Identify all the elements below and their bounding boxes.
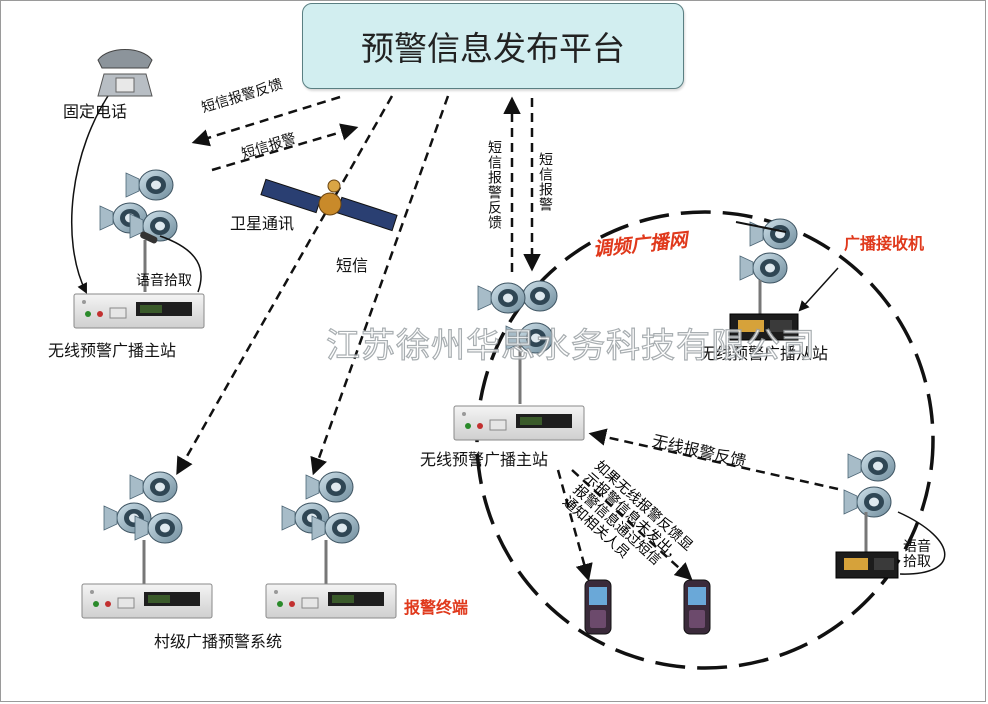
satellite-label: 卫星通讯 [230,214,295,233]
satellite-icon [260,178,398,232]
voice-pickup-right-label: 语音拾取 [903,539,931,570]
radio-receiver-icon [835,551,899,579]
village-system-label: 村级广播预警系统 [154,632,283,651]
mobile-phone-icon [584,579,612,635]
broadcast-unit-icon [265,583,397,619]
fixed-phone-label: 固定电话 [63,102,128,121]
broadcast-unit-icon [73,293,205,329]
horn-speaker-icon [739,218,798,314]
right-main-station-label: 无线预警广播主站 [420,450,549,469]
sms-alarm-feedback-vertical-label: 短信报警反馈 [486,140,502,230]
horn-speaker-icon [843,450,896,552]
telephone-icon [97,49,153,97]
sms-alarm-vertical-label: 短信报警 [537,152,553,212]
mobile-phone-icon [683,579,711,635]
platform-title: 预警信息发布平台 [361,29,625,68]
broadcast-unit-icon [81,583,213,619]
horn-speaker-icon [281,471,360,584]
slave-station-label: 无线预警广播从站 [700,344,829,363]
broadcast-unit-icon [453,405,585,441]
radio-receiver-icon [729,313,799,341]
alarm-terminal-label: 报警终端 [404,598,469,617]
voice-pickup-label: 语音拾取 [136,273,192,289]
company-watermark: 江苏徐州华思水务科技有限公司 [325,325,816,366]
warning-platform-box: 预警信息发布平台 [302,3,684,89]
sms-label: 短信 [336,256,369,275]
horn-speaker-icon [103,471,183,584]
microphone-icon [140,231,158,244]
horn-speaker-icon [477,280,558,404]
receiver-label: 广播接收机 [844,234,925,253]
horn-speaker-icon [99,169,178,292]
main-station-label: 无线预警广播主站 [48,341,177,360]
